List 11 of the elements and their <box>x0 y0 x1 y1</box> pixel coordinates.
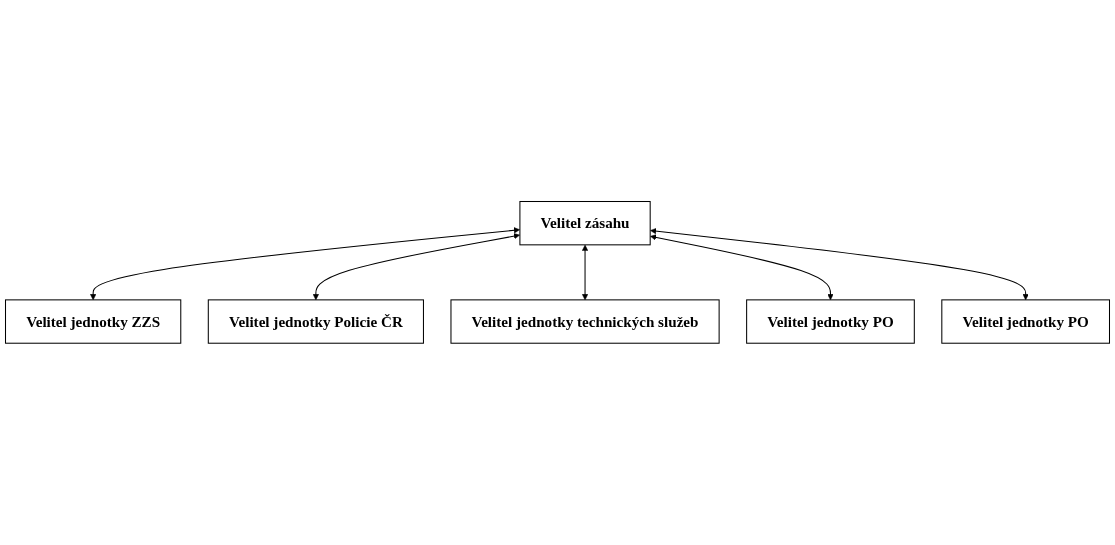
arrow <box>650 234 834 301</box>
node-box: Velitel jednotky technických služeb <box>450 299 720 344</box>
node-box: Velitel jednotky PO <box>746 299 915 344</box>
arrow <box>90 227 520 301</box>
node-box: Velitel jednotky ZZS <box>5 299 182 344</box>
node-box: Velitel jednotky Policie ČR <box>207 299 424 344</box>
arrow <box>650 228 1029 301</box>
arrow <box>312 233 520 301</box>
node-box: Velitel jednotky PO <box>941 299 1110 344</box>
node-box: Velitel zásahu <box>519 201 651 246</box>
arrow <box>582 245 589 301</box>
